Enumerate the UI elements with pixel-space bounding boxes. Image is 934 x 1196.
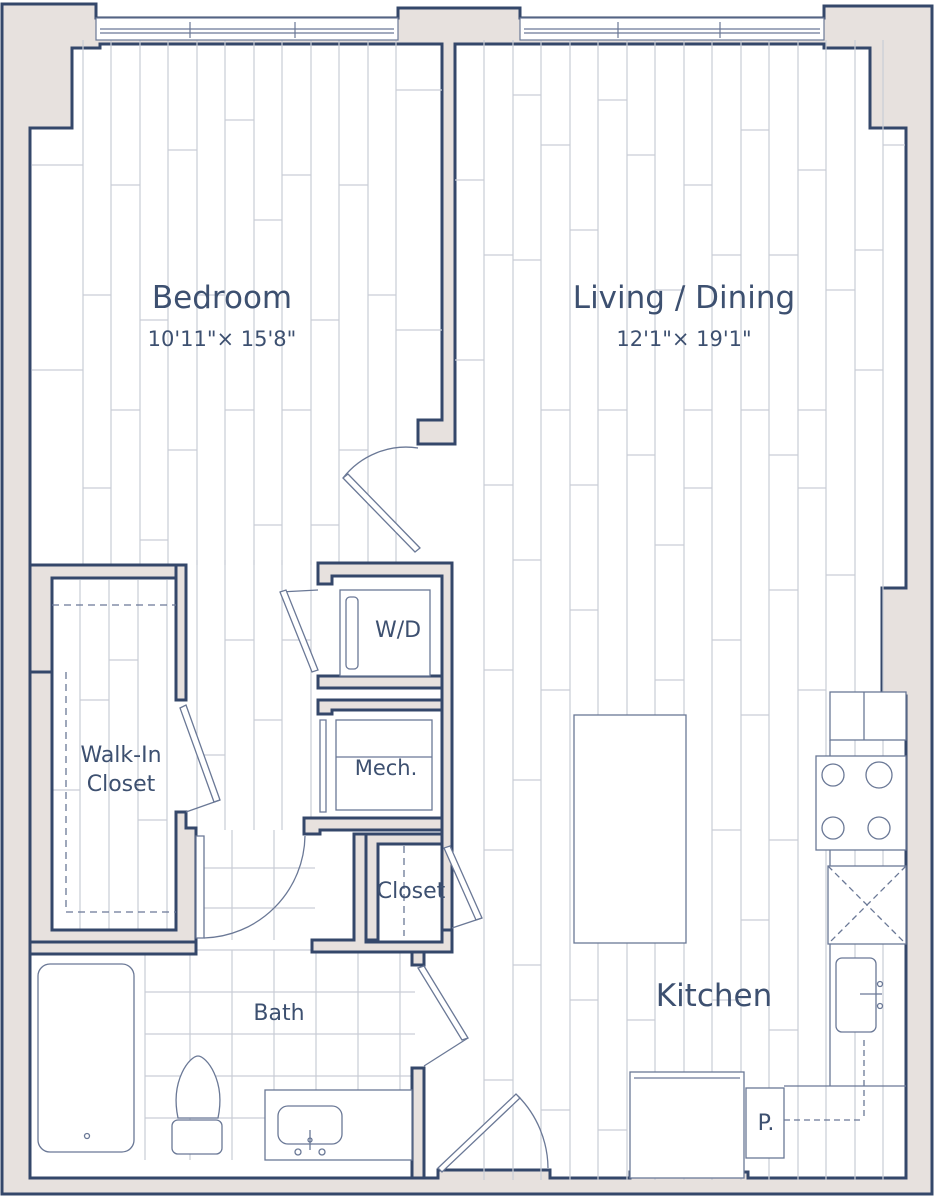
- bedroom-floor-lower: [196, 560, 312, 830]
- fixtures: [37, 589, 907, 1179]
- walk-in-closet-floor: [52, 580, 168, 940]
- bath-tiles: [144, 830, 415, 1160]
- walk-in-closet-label-2: Closet: [87, 772, 156, 797]
- walk-in-closet-label-1: Walk-In: [80, 743, 161, 768]
- wd-label: W/D: [375, 618, 421, 643]
- bedroom-floor: [32, 40, 442, 565]
- bedroom-dimensions: 10'11"× 15'8": [148, 327, 297, 351]
- living-floor: [455, 40, 905, 1180]
- kitchen-label: Kitchen: [656, 978, 773, 1014]
- living-dining-name: Living / Dining: [573, 280, 795, 316]
- bath-label: Bath: [253, 1001, 304, 1026]
- living-dining-dimensions: 12'1"× 19'1": [616, 327, 751, 351]
- windows: [95, 17, 825, 41]
- doors: [179, 446, 549, 1173]
- room-labels: Bedroom 10'11"× 15'8" Living / Dining 12…: [80, 280, 795, 1136]
- mech-label: Mech.: [355, 756, 418, 780]
- bedroom-name: Bedroom: [152, 280, 292, 316]
- pantry-label: P.: [758, 1111, 775, 1136]
- closet-label: Closet: [377, 879, 446, 904]
